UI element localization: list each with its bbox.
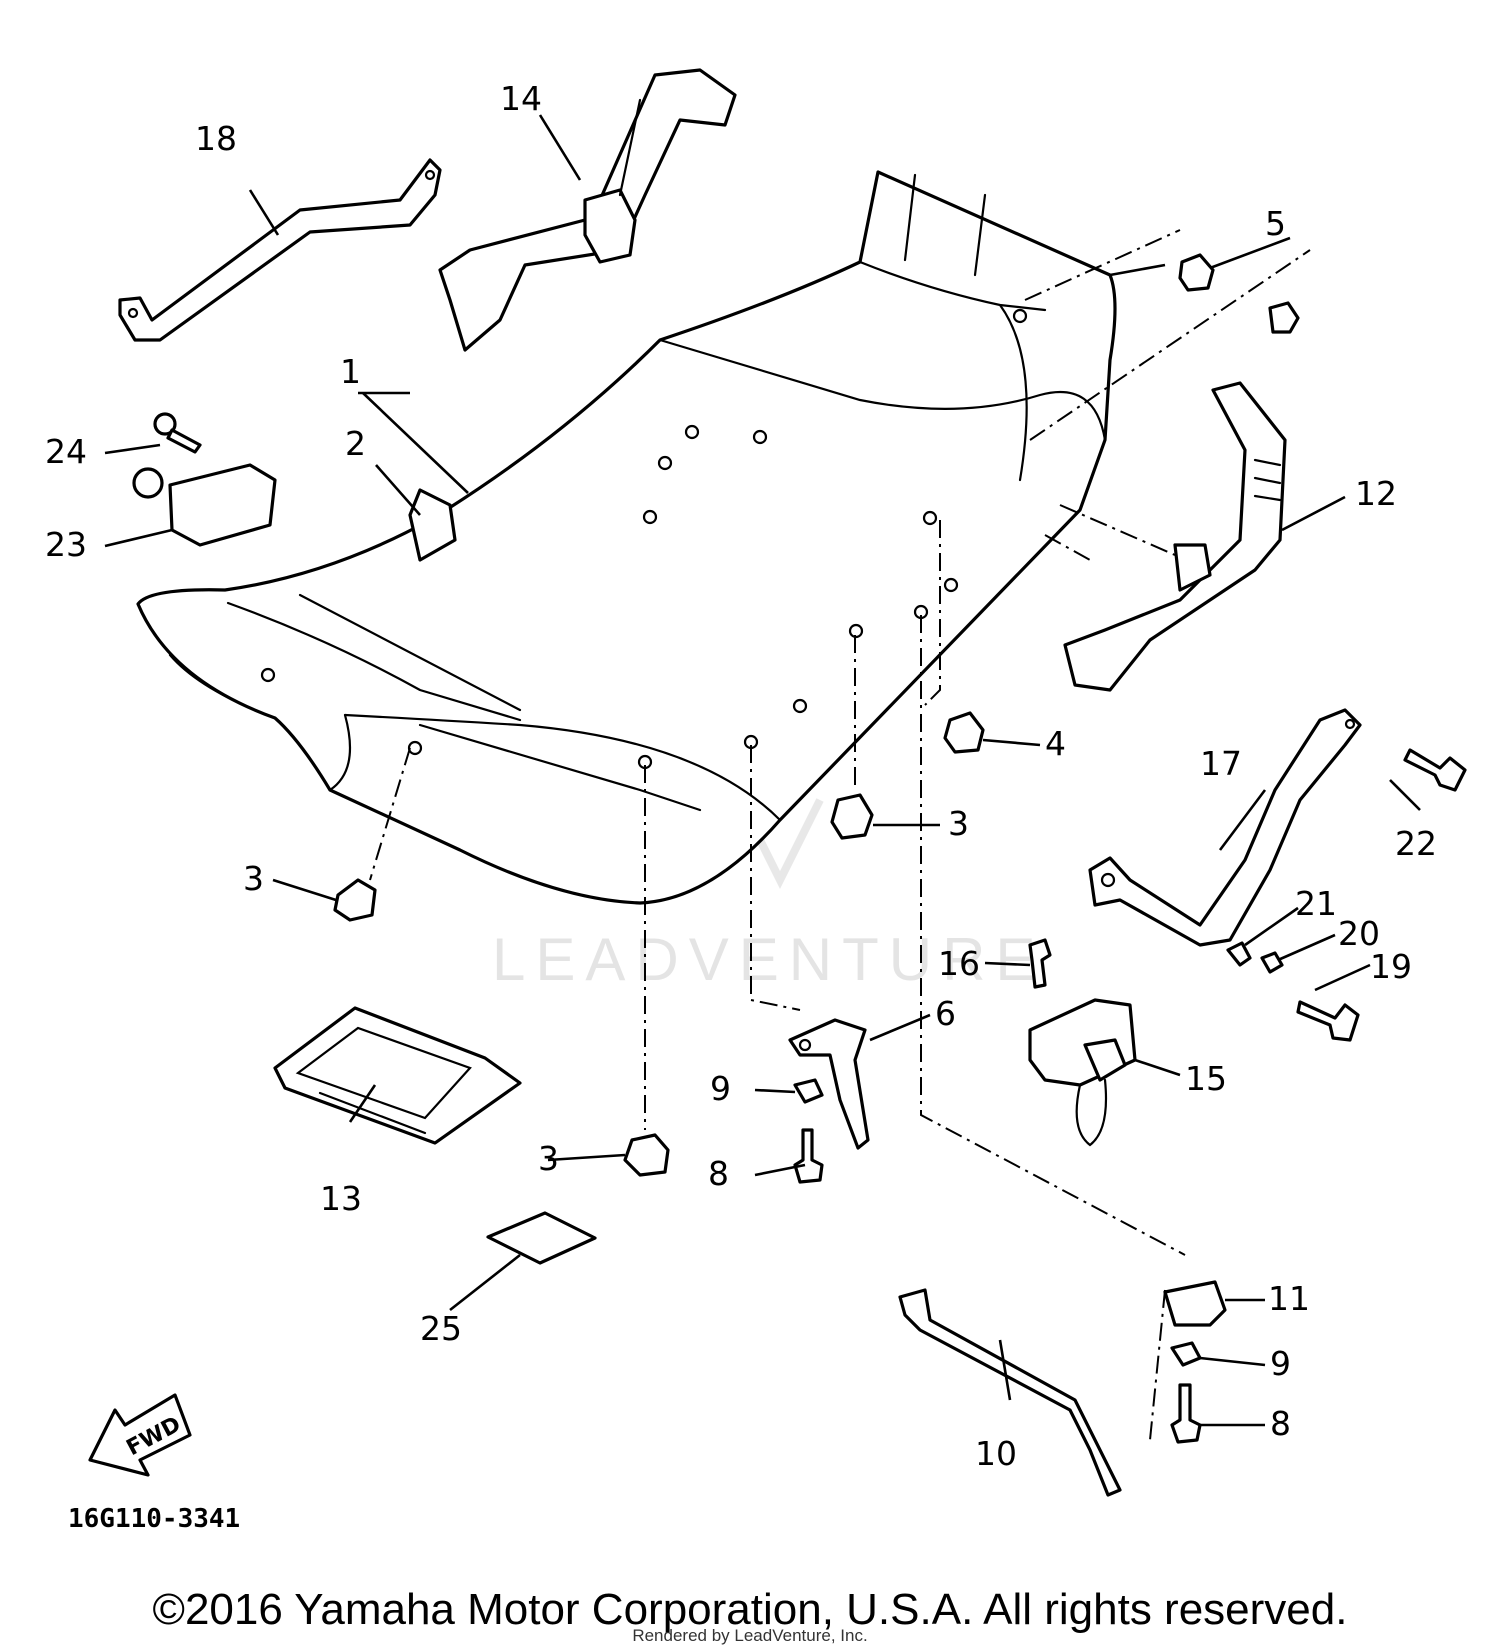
callout-10: 10 <box>975 1434 1017 1473</box>
callout-9-right: 9 <box>1270 1344 1291 1383</box>
callout-13: 14 <box>500 79 542 118</box>
part-24-screw <box>153 412 202 454</box>
copyright-text: ©2016 Yamaha Motor Corporation, U.S.A. A… <box>152 1585 1348 1634</box>
callout-23: 23 <box>45 525 87 564</box>
callout-21: 21 <box>1295 884 1337 923</box>
callout-3-left: 3 <box>243 859 264 898</box>
callout-20: 20 <box>1338 914 1380 953</box>
part-10-cable <box>898 1288 1122 1497</box>
watermark-text: LEADVENTURE <box>492 926 1045 993</box>
rendered-by-text: Rendered by LeadVenture, Inc. <box>632 1626 868 1645</box>
callout-labels: 1 2 3 3 3 18 14 5 12 24 23 4 17 22 21 20… <box>45 79 1437 1473</box>
part-13-grab-bar <box>438 68 737 352</box>
callout-2: 2 <box>345 424 366 463</box>
callout-3-center: 3 <box>948 804 969 843</box>
part-12-grab-bar <box>1063 381 1287 692</box>
assembly-lines <box>369 229 1311 1441</box>
seat <box>136 170 1117 905</box>
callout-11: 11 <box>1268 1279 1310 1318</box>
callout-1: 1 <box>340 352 361 391</box>
part-15-lock <box>1028 998 1137 1147</box>
callout-25: 25 <box>420 1309 462 1348</box>
part-11-bracket <box>1163 1280 1227 1327</box>
fwd-arrow: FWD <box>88 1393 192 1477</box>
hardware <box>333 253 1467 1444</box>
callout-24: 24 <box>45 432 87 471</box>
callout-4: 4 <box>1045 724 1066 763</box>
callout-12: 12 <box>1355 474 1397 513</box>
callout-3-bottom: 3 <box>538 1139 559 1178</box>
callout-8-right: 8 <box>1270 1404 1291 1443</box>
part-17-bracket <box>1088 708 1362 947</box>
diagram-code: 16G110-3341 <box>68 1504 240 1534</box>
callout-8-left: 8 <box>708 1154 729 1193</box>
part-6-bracket <box>788 1018 870 1150</box>
part-18-bracket <box>118 158 442 342</box>
callout-15: 15 <box>1185 1059 1227 1098</box>
callout-14: 13 <box>320 1179 362 1218</box>
part-25-pad <box>486 1211 597 1265</box>
callout-9-left: 9 <box>710 1069 731 1108</box>
callout-18: 18 <box>195 119 237 158</box>
callout-5: 5 <box>1265 204 1286 243</box>
leader-lines <box>104 114 1421 1427</box>
callout-19: 19 <box>1370 947 1412 986</box>
callout-6: 6 <box>935 994 956 1033</box>
callout-17: 17 <box>1200 744 1242 783</box>
callout-16: 16 <box>938 944 980 983</box>
callout-22: 22 <box>1395 824 1437 863</box>
part-14-tray <box>273 1006 522 1145</box>
